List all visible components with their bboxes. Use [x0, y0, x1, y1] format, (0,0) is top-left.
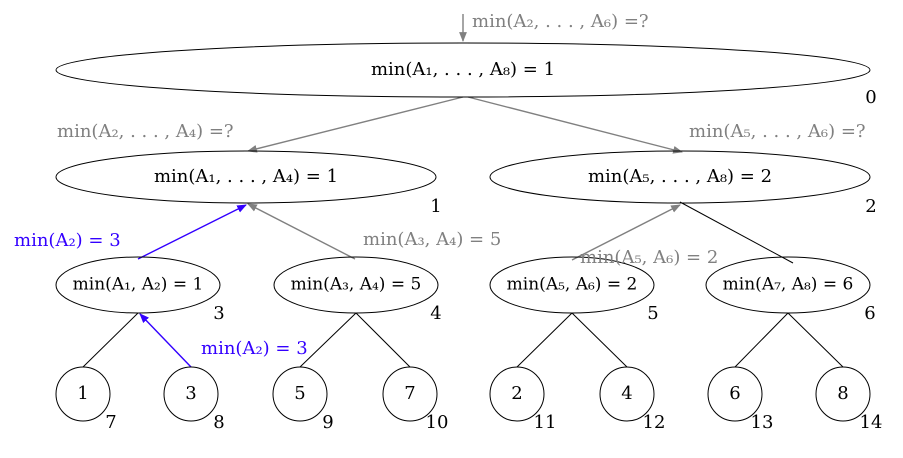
leaf-value: 6	[729, 383, 741, 404]
edge-4-leaf9	[299, 312, 357, 368]
leaf-value: 4	[621, 383, 633, 404]
edge-6-leaf14	[787, 312, 844, 368]
return-arrow-4-to-1	[247, 203, 356, 260]
node-0-label: min(A₁, . . . , A₈) = 1	[370, 59, 556, 80]
node-0-ellipse	[55, 42, 871, 98]
node-3-ellipse	[55, 256, 221, 314]
edge-2-6	[679, 201, 794, 264]
leaf-index: 14	[859, 412, 883, 433]
leaf-value: 1	[77, 383, 89, 404]
answer-label-a56: min(A₅, A₆) = 2	[580, 247, 719, 268]
node-2-index: 2	[865, 196, 877, 217]
leaf-circle-7	[55, 366, 111, 422]
node-2-ellipse	[489, 150, 871, 204]
node-6-label: min(A₇, A₈) = 6	[722, 274, 854, 295]
leaf-circle-8	[163, 366, 219, 422]
node-6-index: 6	[864, 303, 876, 324]
answer-arrow-leaf8-to-3	[139, 313, 192, 368]
leaf-circle-9	[272, 366, 328, 422]
leaf-circles	[55, 366, 871, 422]
leaf-value: 8	[837, 383, 849, 404]
edge-3-leaf7	[82, 312, 139, 368]
leaf-circle-14	[815, 366, 871, 422]
return-arrow-5-to-2	[571, 204, 681, 261]
leaf-index: 13	[750, 412, 774, 433]
query-arrows	[247, 14, 683, 261]
edge-6-leaf13	[734, 312, 789, 368]
query-arrow-right	[467, 96, 683, 154]
node-3-index: 3	[213, 303, 225, 324]
node-5-index: 5	[647, 303, 659, 324]
node-3-label: min(A₁, A₂) = 1	[72, 274, 204, 295]
leaf-circle-10	[382, 366, 438, 422]
node-1-ellipse	[55, 150, 437, 204]
node-2-label: min(A₅, . . . , A₈) = 2	[587, 166, 773, 187]
edge-5-leaf11	[516, 312, 573, 368]
node-4-label: min(A₃, A₄) = 5	[290, 274, 422, 295]
leaf-index: 12	[642, 412, 666, 433]
leaf-value: 5	[294, 383, 306, 404]
node-0-index: 0	[865, 87, 877, 108]
leaf-index: 8	[213, 412, 225, 433]
leaf-value: 2	[511, 383, 523, 404]
leaf-value: 7	[404, 383, 416, 404]
query-label-right: min(A₅, . . . , A₆) =?	[689, 121, 866, 142]
node-6-ellipse	[705, 256, 871, 314]
leaf-index: 10	[425, 412, 449, 433]
leaf-index: 9	[322, 412, 334, 433]
query-label-root: min(A₂, . . . , A₆) =?	[472, 11, 649, 32]
leaf-index: 7	[105, 412, 117, 433]
node-1-index: 1	[430, 196, 442, 217]
leaf-circle-13	[707, 366, 763, 422]
node-5-ellipse	[489, 256, 655, 314]
query-arrow-left	[247, 96, 464, 153]
node-1-label: min(A₁, . . . , A₄) = 1	[153, 166, 339, 187]
answer-label-a34: min(A₃, A₄) = 5	[363, 229, 502, 250]
answer-label-a2-mid: min(A₂) = 3	[14, 230, 121, 251]
query-label-left: min(A₂, . . . , A₄) =?	[57, 121, 234, 142]
answer-arrow-3-to-1	[137, 204, 247, 260]
answer-arrows	[137, 204, 247, 368]
leaf-circle-11	[489, 366, 545, 422]
node-4-ellipse	[273, 256, 439, 314]
node-5-label: min(A₅, A₆) = 2	[506, 274, 638, 295]
node-4-index: 4	[430, 303, 442, 324]
leaf-index: 11	[533, 412, 557, 433]
edge-4-leaf10	[355, 312, 411, 368]
node-ellipses	[55, 42, 871, 314]
answer-label-a2-low: min(A₂) = 3	[201, 338, 308, 359]
leaf-circle-12	[599, 366, 655, 422]
tree-edges	[82, 201, 844, 368]
leaf-value: 3	[185, 383, 197, 404]
edge-5-leaf12	[571, 312, 628, 368]
